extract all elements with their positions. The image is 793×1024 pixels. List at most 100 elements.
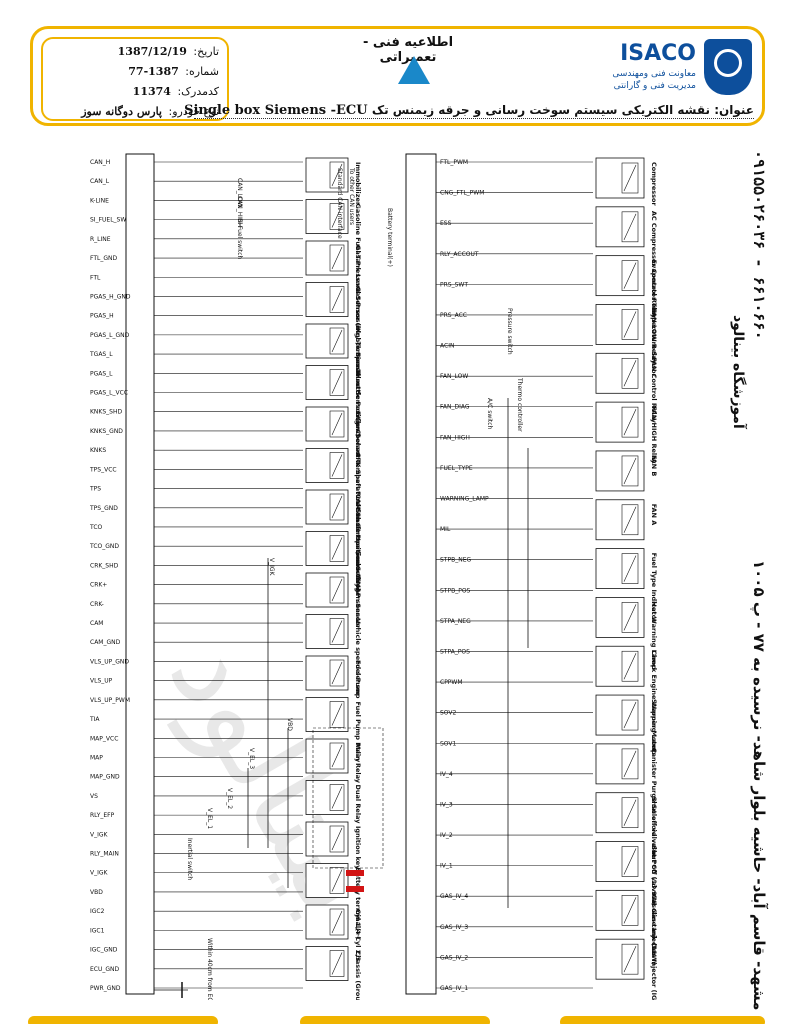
ignition-key-fuse-icon bbox=[346, 870, 364, 876]
ecu-left-pin-label: CAM bbox=[90, 620, 103, 627]
ecu-box-right bbox=[405, 153, 437, 995]
sensor-arrow-icon bbox=[331, 205, 343, 228]
right-component-box bbox=[595, 841, 645, 882]
wiring-diagram: بینالود CAN_HCAN_LK-LINESI_FUEL_SWR_LINE… bbox=[89, 153, 658, 1001]
relay-coil-diag-icon bbox=[623, 701, 637, 729]
left-component-box bbox=[305, 365, 349, 400]
sensor-symbol-icon bbox=[329, 452, 345, 479]
ecu-right-pin-label: ACIN bbox=[440, 343, 454, 350]
ecu-right-pin-label: STPA_NEG bbox=[440, 618, 471, 625]
ecu-left-pin-label: FTL_GND bbox=[90, 255, 117, 262]
relay-coil-icon bbox=[621, 797, 639, 829]
left-component-label: Main Relay bbox=[354, 743, 362, 784]
right-component-box bbox=[595, 694, 645, 736]
sensor-symbol-icon bbox=[329, 244, 345, 272]
ecu-left-pin-label: FTL bbox=[90, 274, 101, 281]
right-ecu-pins: FTL_PWMCNG_FTL_PWMESSRLY_ACCOUTPRS_SWTPR… bbox=[436, 159, 593, 992]
ecu-left-pin-label: MAP_VCC bbox=[90, 735, 118, 742]
right-component-label: FAN HIGH Relay bbox=[650, 406, 658, 464]
sensor-symbol-icon bbox=[329, 410, 345, 438]
ecu-left-pin-label: MAP_GND bbox=[90, 774, 120, 781]
relay-coil-icon bbox=[621, 309, 639, 340]
left-component-label: Gas Pressure Sensor (high) - Piezoelectr… bbox=[354, 245, 362, 399]
ecu-left-pin-label: V_IGK bbox=[90, 831, 109, 838]
ecu-left-pin-label: TPS bbox=[89, 486, 101, 493]
left-component-box bbox=[305, 157, 349, 193]
right-component-label: FAN Control Relay bbox=[650, 357, 658, 423]
ecu-left-pin-label: KNKS_GND bbox=[90, 428, 123, 435]
vehicle-value: پارس دوگانه سوز bbox=[81, 105, 162, 118]
ecu-right-pin-label: FAN_HIGH bbox=[440, 434, 470, 441]
relay-coil-diag-icon bbox=[623, 408, 637, 436]
relay-coil-diag-icon bbox=[623, 262, 637, 289]
left-component-label: Chassis (Ground) bbox=[354, 951, 362, 1001]
ecu-left-pin-label: IGC_GND bbox=[90, 947, 118, 954]
battery-fuse-icon bbox=[346, 886, 364, 892]
sensor-symbol-icon bbox=[329, 327, 345, 355]
subject-persian: نقشه الکتریکی سیستم سوخت رسانی و جرقه زی… bbox=[371, 103, 711, 117]
right-component-label: Compressor bbox=[650, 162, 658, 206]
relay-coil-icon bbox=[621, 357, 639, 389]
right-component-box bbox=[595, 255, 645, 297]
ecu-left-pin-label: CAN_H bbox=[90, 159, 110, 166]
relay-coil-diag-icon bbox=[623, 506, 637, 533]
sensor-symbol-icon bbox=[329, 161, 345, 189]
left-component-box bbox=[305, 821, 349, 857]
ecu-left-pin-label: CAN_L bbox=[90, 178, 110, 185]
ecu-left-pin-label: IGC1 bbox=[90, 927, 105, 934]
triangle-logo-icon bbox=[398, 56, 430, 84]
left-component-label: Upstream Oxygen Sensor bbox=[354, 536, 362, 630]
dual-relay-outline bbox=[312, 727, 384, 869]
left-component-label: Battery terminal(+) bbox=[354, 868, 362, 940]
ecu-left-pin-label: TGAS_L bbox=[89, 351, 113, 358]
diagram-annotation: Standard CAN interface bbox=[336, 168, 343, 239]
left-component-label: Ignition key bbox=[354, 826, 362, 870]
document-subject: عنوان: نقشه الکتریکی سیستم سوخت رسانی و … bbox=[184, 103, 754, 119]
left-component-label: Cyl 1,4 Cyl 2,3 bbox=[354, 909, 362, 961]
ecu-right-pin-label: MIL bbox=[440, 526, 451, 533]
sensor-arrow-icon bbox=[331, 703, 343, 726]
relay-coil-diag-icon bbox=[623, 799, 637, 826]
ecu-right-pin-label: IV_4 bbox=[440, 771, 453, 778]
vehicle-row: نوع خودرو: پارس دوگانه سوز bbox=[78, 105, 219, 118]
sensor-arrow-icon bbox=[331, 329, 343, 353]
relay-coil-diag-icon bbox=[623, 311, 637, 338]
ecu-left-pin-label: VLS_UP bbox=[90, 678, 113, 685]
ecu-right-pin-label: GAS_IV_2 bbox=[440, 954, 468, 961]
ecu-right-pin-label: CNG_FTL_PWM bbox=[440, 190, 484, 197]
right-component-box bbox=[595, 206, 645, 248]
diagram-annotation: CAN_LOW bbox=[236, 178, 243, 208]
ecu-right-pin-label: FUEL_TYPE bbox=[440, 465, 473, 472]
ecu-right-pin-label: FAN_LOW bbox=[440, 373, 468, 380]
diagram-annotation: V_EL_3 bbox=[248, 748, 255, 769]
sensor-symbol-icon bbox=[329, 286, 345, 313]
school-name: آموزشگاه بینالود bbox=[730, 315, 746, 429]
ecu-left-pin-label: CRK- bbox=[90, 601, 104, 608]
relay-coil-diag-icon bbox=[623, 555, 637, 582]
ecu-left-pin-label: SI_FUEL_SW bbox=[90, 217, 126, 224]
diagram-annotation: V_EL_1 bbox=[206, 808, 213, 829]
brand-subtitle-2: مدیریت فنی و گارانتی bbox=[613, 81, 696, 91]
sensor-arrow-icon bbox=[331, 163, 343, 187]
sensor-symbol-icon bbox=[329, 908, 345, 936]
left-component-box bbox=[305, 946, 349, 981]
ecu-right-pin-label: FTL_PWM bbox=[440, 159, 468, 166]
school-address: مشهد- قاسم آباد- حاشیه بلوار شاهد- نرسید… bbox=[750, 560, 768, 1011]
sensor-arrow-icon bbox=[331, 620, 343, 643]
ecu-left-pin-label: PGAS_H_GND bbox=[90, 293, 131, 300]
left-component-label: Fuel Pump Relay bbox=[354, 702, 362, 764]
ecu-right-pin-label: GAS_IV_4 bbox=[440, 893, 468, 900]
ecu-left-pin-label: PGAS_L_GND bbox=[90, 332, 130, 339]
right-component-label: Hot Warning Lamp bbox=[650, 601, 658, 670]
sensor-arrow-icon bbox=[331, 454, 343, 477]
diagram-annotation: Battery terminal(+) bbox=[386, 208, 393, 267]
diagram-annotation: Pressure switch bbox=[506, 308, 513, 355]
ecu-right-pin-label: SOV2 bbox=[440, 710, 457, 717]
left-component-label: CRK Shaft Position Sensor (inductive) bbox=[354, 453, 362, 591]
relay-coil-icon bbox=[621, 650, 639, 682]
ecu-left-pin-label: V_IGK bbox=[90, 870, 109, 877]
ecu-left-pin-label: TPS_VCC bbox=[89, 466, 117, 473]
right-component-box bbox=[595, 157, 645, 199]
ecu-left-pin-label: PGAS_H bbox=[90, 313, 114, 320]
